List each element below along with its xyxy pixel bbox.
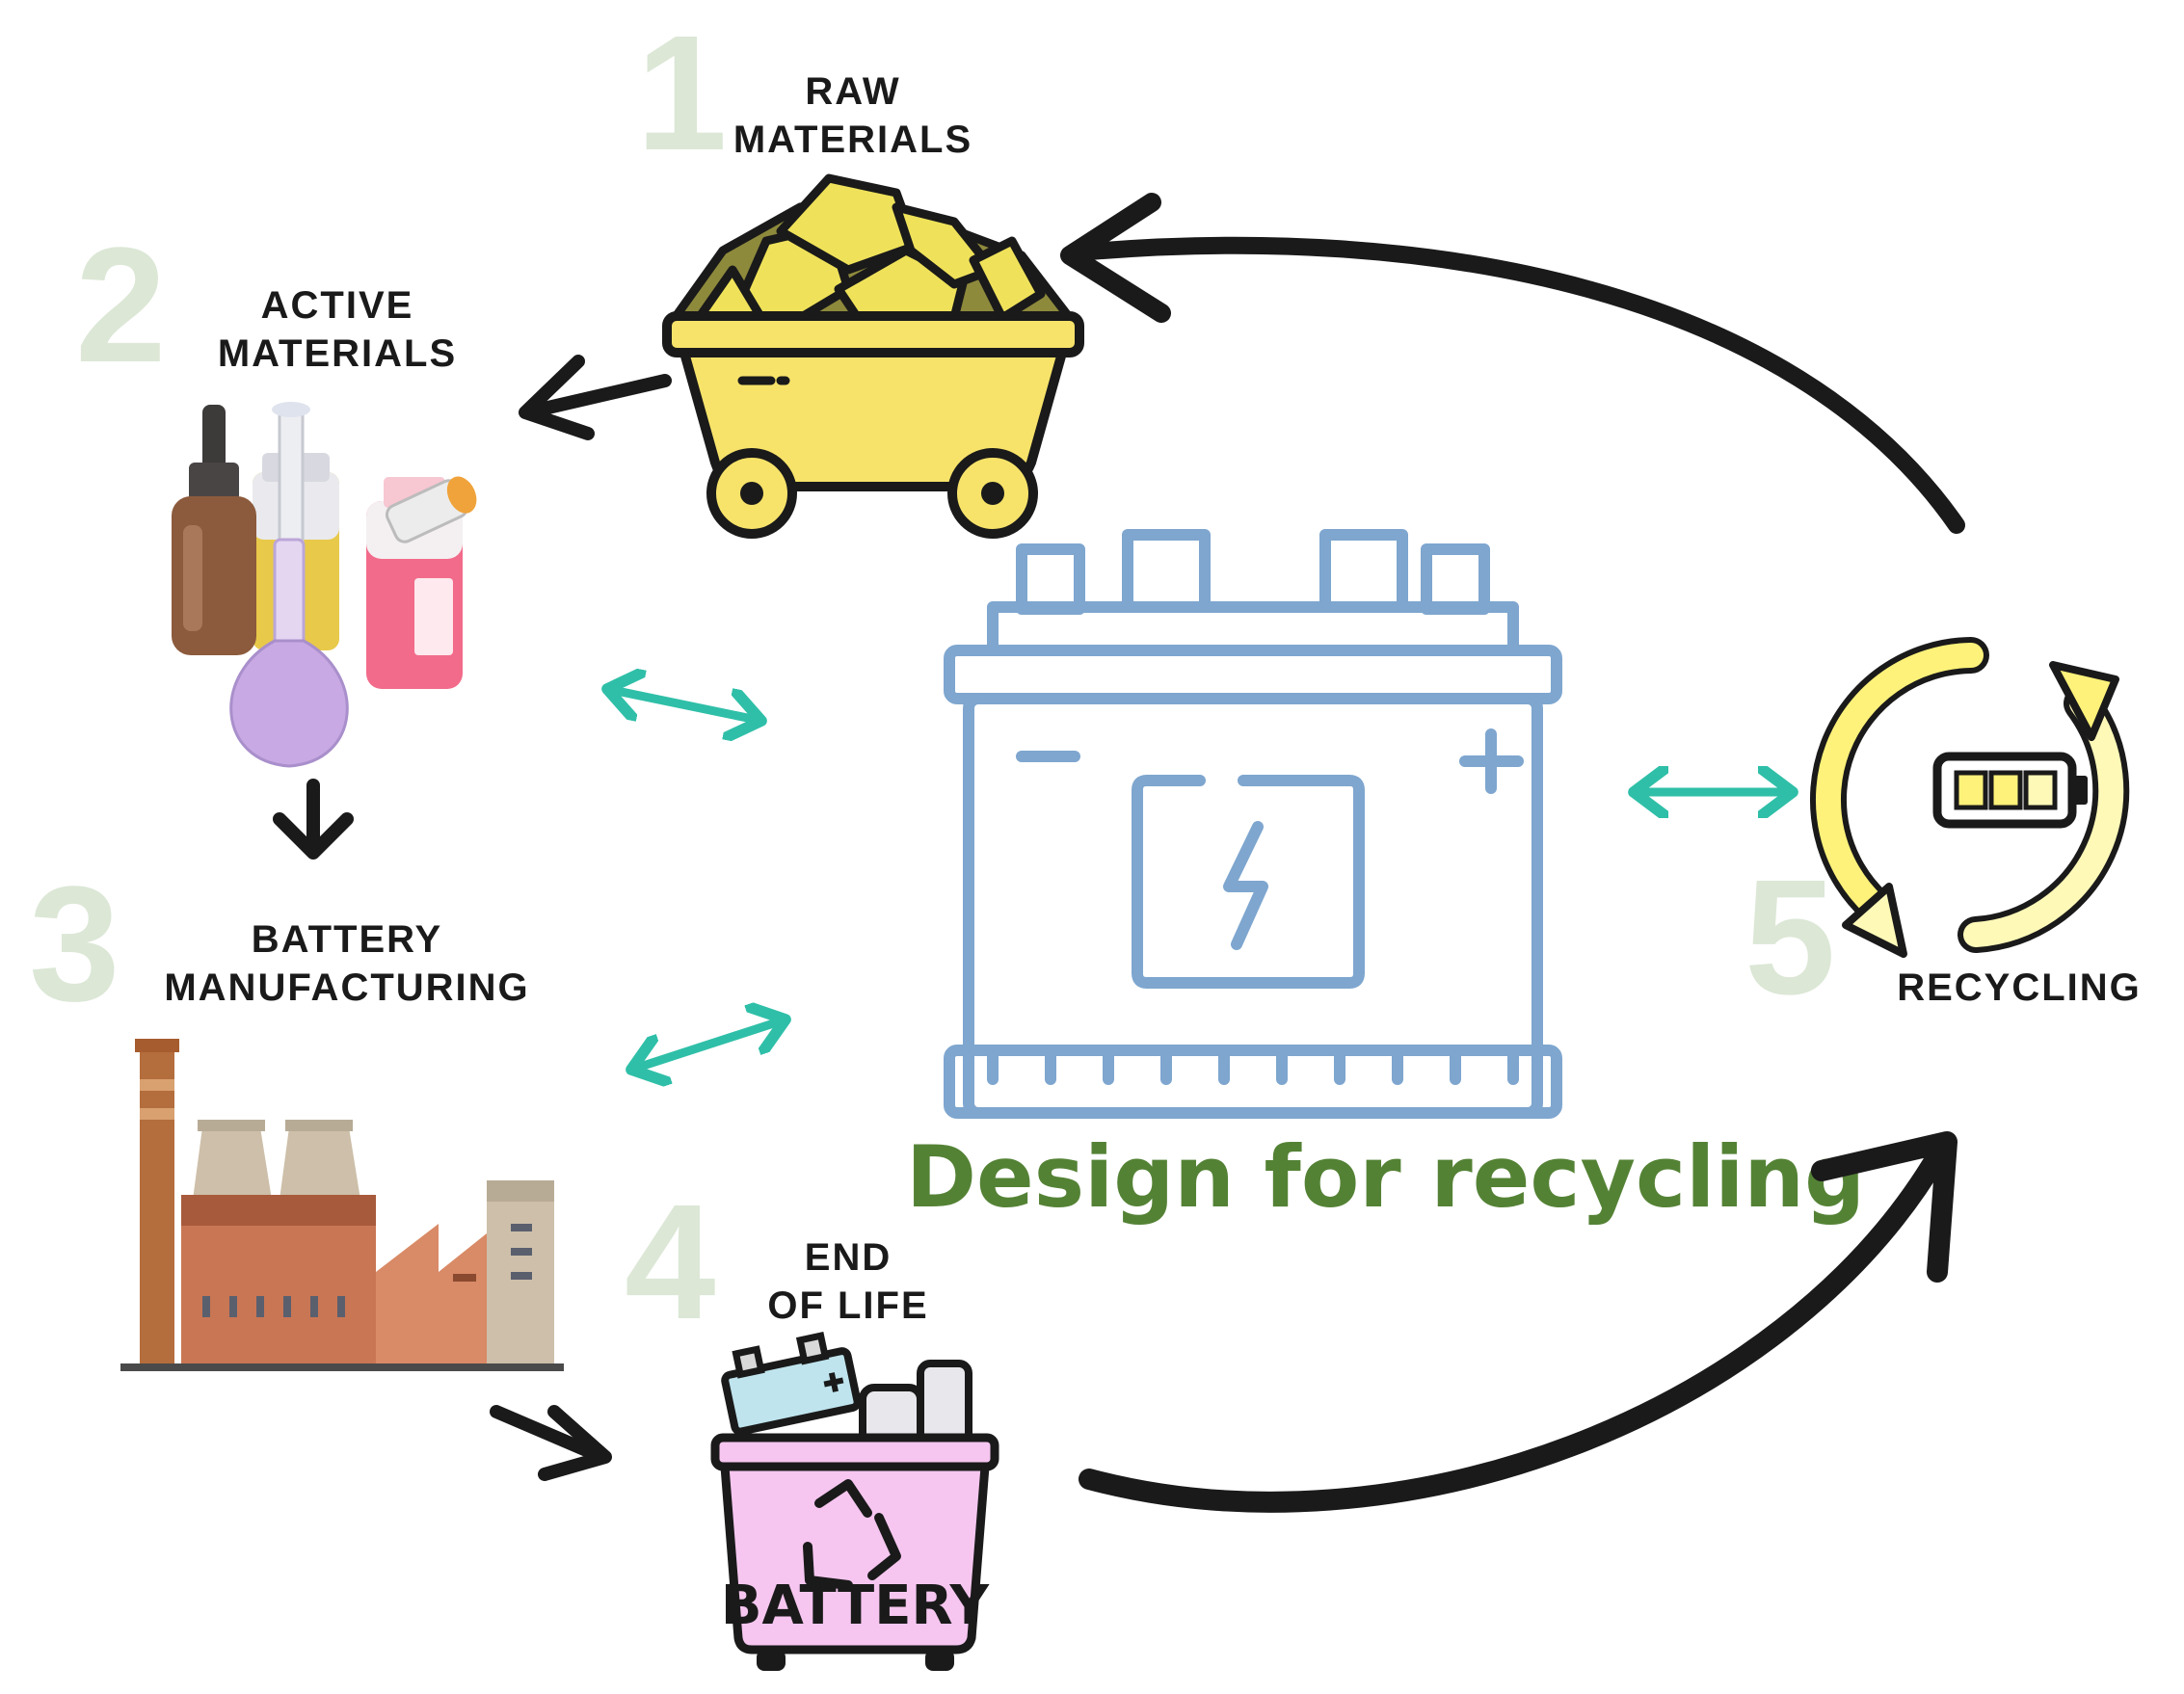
step-1-number: 1 bbox=[636, 2, 728, 185]
bin-battery-label: BATTERY bbox=[721, 1575, 991, 1637]
step-4-label-line2: OF LIFE bbox=[767, 1284, 929, 1327]
factory-icon bbox=[120, 1039, 564, 1371]
mine-cart-icon bbox=[662, 173, 1084, 539]
step-4-label-line1: END bbox=[804, 1236, 892, 1279]
step-4-number: 4 bbox=[625, 1171, 716, 1354]
arrow-raw-to-active bbox=[519, 355, 672, 440]
teal-double-arrow-active bbox=[607, 689, 761, 721]
lab-bottles-icon bbox=[172, 402, 477, 768]
step-3-label: BATTERY MANUFACTURING bbox=[135, 915, 559, 1012]
step-2-label: ACTIVE MATERIALS bbox=[193, 281, 482, 378]
design-for-recycling-title: Design for recycling bbox=[906, 1127, 1866, 1227]
car-battery-icon bbox=[944, 529, 1562, 1119]
step-3-label-line2: MANUFACTURING bbox=[164, 966, 530, 1009]
step-1-label: RAW MATERIALS bbox=[713, 67, 993, 164]
recycle-battery-icon bbox=[1809, 637, 2130, 958]
step-1-label-line2: MATERIALS bbox=[732, 119, 973, 161]
arrow-manufacturing-to-endoflife bbox=[490, 1405, 612, 1481]
arrow-recycling-to-raw bbox=[1060, 193, 1965, 534]
step-2-number: 2 bbox=[75, 214, 167, 397]
arrow-active-to-manufacturing bbox=[273, 779, 354, 860]
teal-double-arrow-manufacturing bbox=[631, 1019, 786, 1070]
step-3-number: 3 bbox=[29, 853, 120, 1036]
step-4-label: END OF LIFE bbox=[742, 1233, 954, 1330]
battery-bin-icon: BATTERY bbox=[710, 1332, 999, 1671]
step-1-label-line1: RAW bbox=[805, 70, 901, 113]
step-2-label-line2: MATERIALS bbox=[217, 332, 458, 375]
step-5-label-line1: RECYCLING bbox=[1897, 966, 2142, 1009]
step-5-number: 5 bbox=[1745, 846, 1836, 1029]
step-2-label-line1: ACTIVE bbox=[260, 284, 414, 327]
arrow-endoflife-to-recycling bbox=[1079, 1131, 1958, 1513]
step-5-label: RECYCLING bbox=[1879, 964, 2159, 1012]
step-3-label-line1: BATTERY bbox=[251, 918, 443, 961]
